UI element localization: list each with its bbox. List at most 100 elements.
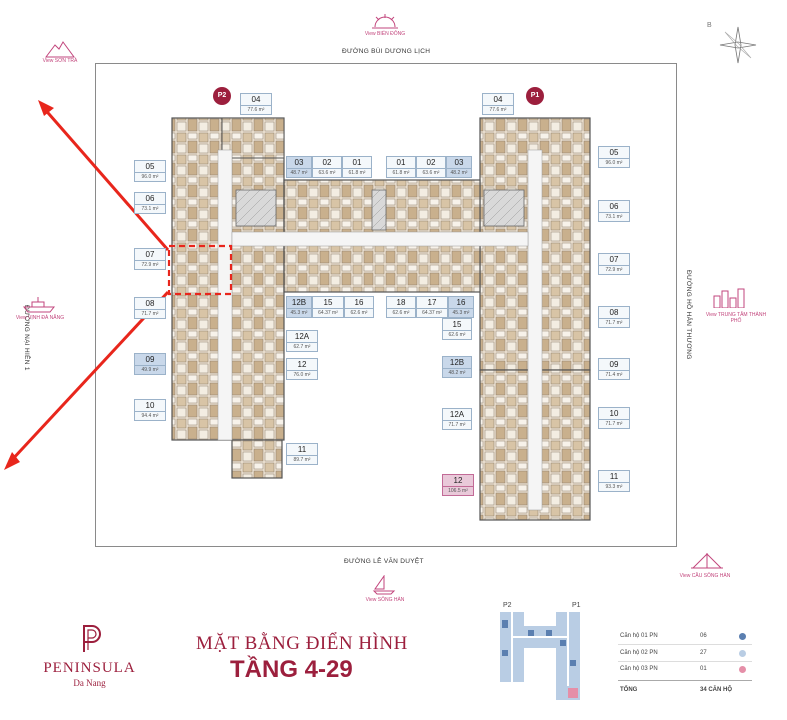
unit-number: 04 bbox=[251, 95, 261, 104]
legend-total-value: 34 CĂN HỘ bbox=[700, 687, 733, 693]
legend-dot-2pn bbox=[739, 650, 746, 657]
mini-plan bbox=[500, 612, 580, 700]
unit-area: 45.3 m² bbox=[449, 308, 473, 317]
view-west: View VỊNH ĐÀ NẴNG bbox=[15, 315, 65, 321]
legend-divider bbox=[618, 680, 752, 681]
city-icon bbox=[713, 288, 745, 308]
unit-number: 16 bbox=[354, 298, 364, 307]
view-south: View SÔNG HÀN bbox=[365, 597, 405, 603]
view-northwest: View SƠN TRÀ bbox=[42, 58, 78, 64]
unit-number: 09 bbox=[145, 355, 155, 364]
road-north: ĐƯỜNG BÙI DƯƠNG LỊCH bbox=[342, 48, 431, 55]
unit-area: 77.6 m² bbox=[241, 105, 271, 114]
legend-label-1pn: Căn hộ 01 PN bbox=[620, 633, 658, 639]
unit-area: 73.1 m² bbox=[599, 212, 629, 221]
legend-count-2pn: 27 bbox=[700, 650, 707, 656]
legend-count-3pn: 01 bbox=[700, 666, 707, 672]
ship-icon bbox=[22, 297, 56, 313]
unit-number: 02 bbox=[322, 158, 332, 167]
unit-number: 12 bbox=[453, 476, 463, 485]
unit-area: 62.6 m² bbox=[345, 308, 373, 317]
unit-area: 64.37 m² bbox=[313, 308, 343, 317]
unit-number: 12 bbox=[297, 360, 307, 369]
unit-number: 04 bbox=[493, 95, 503, 104]
unit-area: 94.4 m² bbox=[135, 411, 165, 420]
unit-area: 63.6 m² bbox=[313, 168, 341, 177]
unit-number: 16 bbox=[456, 298, 466, 307]
heading-line2: TẦNG 4-29 bbox=[230, 656, 353, 683]
mountain-icon bbox=[45, 41, 75, 58]
sailboat-icon bbox=[372, 575, 396, 595]
unit-number: 08 bbox=[145, 299, 155, 308]
unit-number: 12B bbox=[291, 298, 307, 307]
legend-total-label: TỔNG bbox=[620, 687, 638, 693]
heading-line1: MẶT BẰNG ĐIỂN HÌNH bbox=[196, 633, 408, 654]
unit-area: 62.6 m² bbox=[387, 308, 415, 317]
unit-area: 63.6 m² bbox=[417, 168, 445, 177]
unit-area: 71.4 m² bbox=[599, 370, 629, 379]
view-north: View BIỂN ĐÔNG bbox=[364, 31, 406, 37]
unit-area: 64.37 m² bbox=[417, 308, 447, 317]
unit-number: 15 bbox=[323, 298, 333, 307]
legend-dot-1pn bbox=[739, 633, 746, 640]
unit-area: 61.8 m² bbox=[387, 168, 415, 177]
bridge-icon bbox=[691, 553, 723, 569]
unit-area: 89.7 m² bbox=[287, 455, 317, 464]
unit-area: 93.3 m² bbox=[599, 482, 629, 491]
unit-area: 61.8 m² bbox=[343, 168, 371, 177]
unit-number: 12A bbox=[294, 332, 310, 341]
unit-number: 17 bbox=[427, 298, 437, 307]
compass-icon bbox=[719, 26, 757, 64]
unit-number: 07 bbox=[609, 255, 619, 264]
unit-area: 48.2 m² bbox=[447, 168, 471, 177]
mini-plan-label-p2: P2 bbox=[503, 602, 512, 609]
unit-number: 07 bbox=[145, 250, 155, 259]
legend-divider bbox=[618, 644, 752, 645]
unit-number: 18 bbox=[396, 298, 406, 307]
unit-area: 73.1 m² bbox=[135, 204, 165, 213]
unit-number: 12B bbox=[449, 358, 465, 367]
brand-name: PENINSULA bbox=[43, 660, 136, 676]
unit-number: 08 bbox=[609, 308, 619, 317]
tower-badge-p2: P2 bbox=[213, 87, 231, 105]
legend-divider bbox=[618, 661, 752, 662]
unit-area: 62.7 m² bbox=[287, 342, 317, 351]
unit-number: 06 bbox=[145, 194, 155, 203]
unit-number: 10 bbox=[609, 409, 619, 418]
unit-number: 09 bbox=[609, 360, 619, 369]
